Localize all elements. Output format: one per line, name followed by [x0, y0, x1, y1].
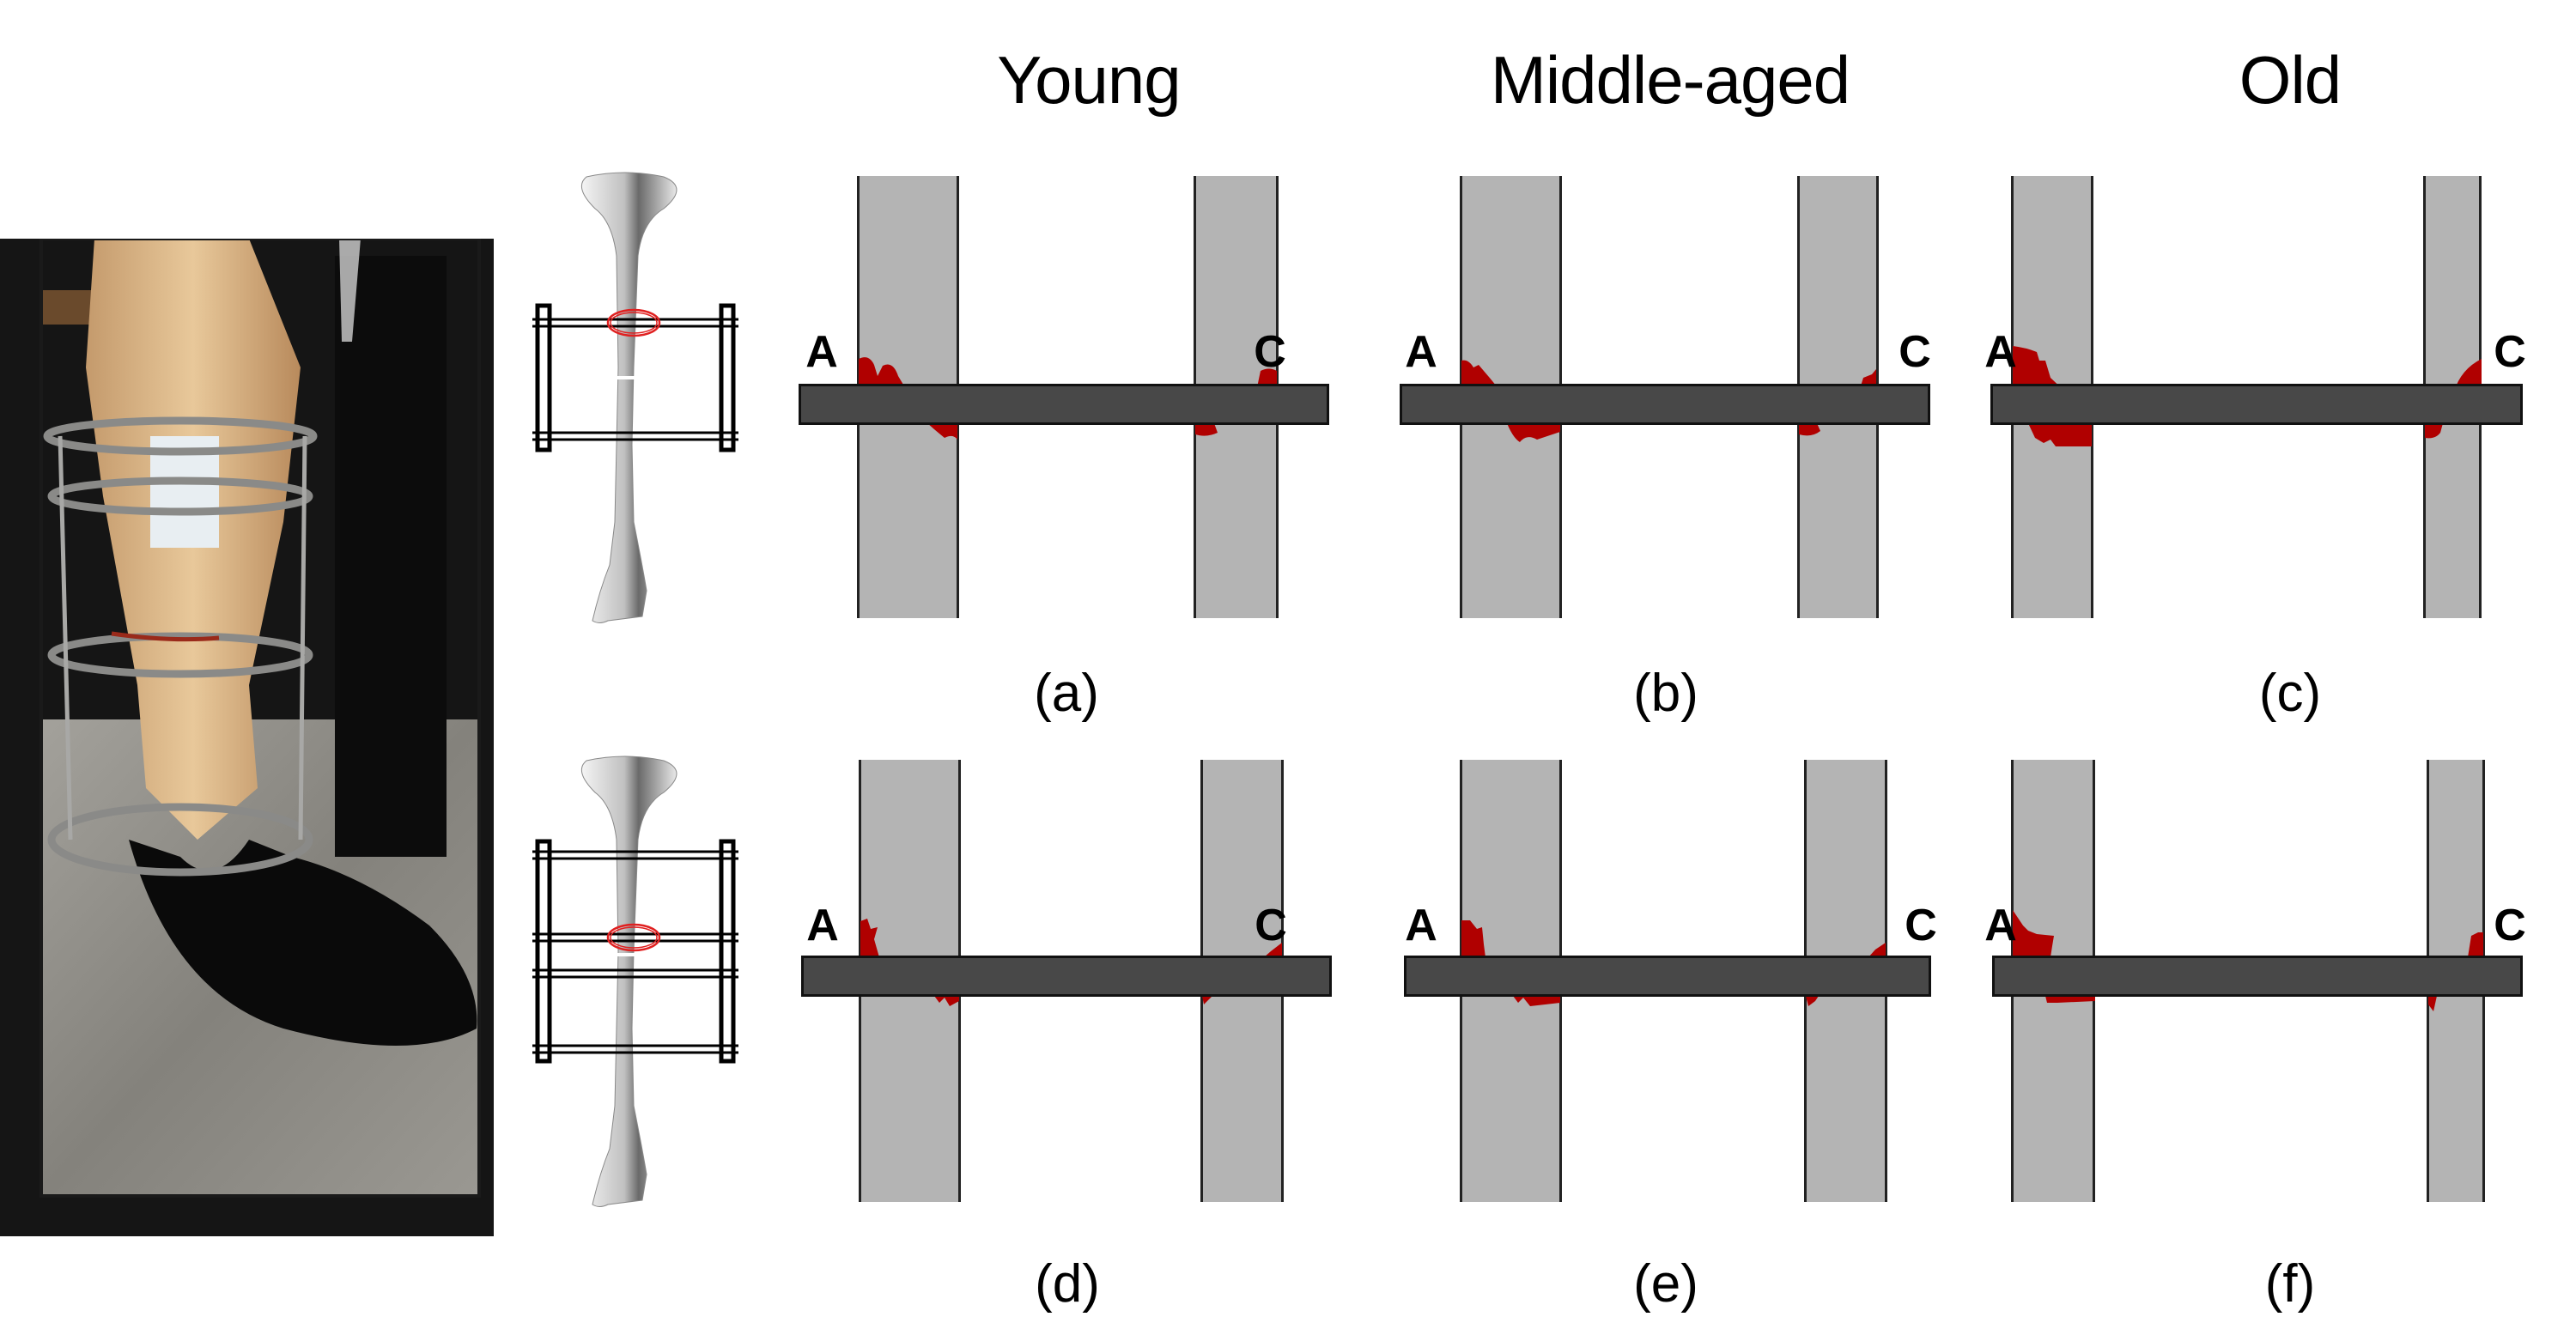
tibia-bone	[580, 172, 677, 623]
column-title-old: Old	[2239, 42, 2342, 118]
fixator-pin	[799, 384, 1329, 425]
pin-label-a: A	[1405, 901, 1437, 950]
panel-label-e: (e)	[1633, 1254, 1698, 1314]
pin-label-a: A	[806, 901, 839, 950]
bone-schematic-bottom	[532, 756, 738, 1207]
pin-label-a: A	[1984, 901, 2017, 950]
fixator-pin	[1992, 956, 2523, 997]
fixator-pin	[801, 956, 1332, 997]
panel-label-d: (d)	[1035, 1254, 1100, 1314]
fracture-gap	[615, 376, 641, 379]
pin-label-a: A	[1405, 327, 1437, 377]
pin-label-c: C	[1905, 901, 1937, 950]
column-title-young: Young	[997, 42, 1181, 118]
pin-label-c: C	[2494, 901, 2526, 950]
panel-label-b: (b)	[1633, 664, 1698, 723]
highlight-ring-icon	[606, 923, 661, 952]
fixator-photo-drawing	[39, 239, 481, 1198]
fixator-photo	[0, 239, 494, 1236]
pin-label-c: C	[1899, 327, 1931, 377]
pin-label-a: A	[1984, 327, 2017, 377]
pin-label-c: C	[1254, 327, 1286, 377]
fixator-pin	[1404, 956, 1931, 997]
column-title-middle-aged: Middle-aged	[1490, 42, 1850, 118]
fixator-pin	[1990, 384, 2523, 425]
pin-label-c: C	[1255, 901, 1287, 950]
fracture-gap	[615, 953, 641, 956]
bone-schematic-top	[532, 172, 738, 623]
tibia-bone	[580, 756, 677, 1207]
panel-label-f: (f)	[2264, 1254, 2316, 1314]
fixator-pin	[1400, 384, 1930, 425]
panel-label-c: (c)	[2258, 664, 2322, 723]
highlight-ring-icon	[606, 308, 661, 337]
pin-label-c: C	[2494, 327, 2526, 377]
pin-label-a: A	[805, 327, 838, 377]
panel-label-a: (a)	[1034, 664, 1099, 723]
